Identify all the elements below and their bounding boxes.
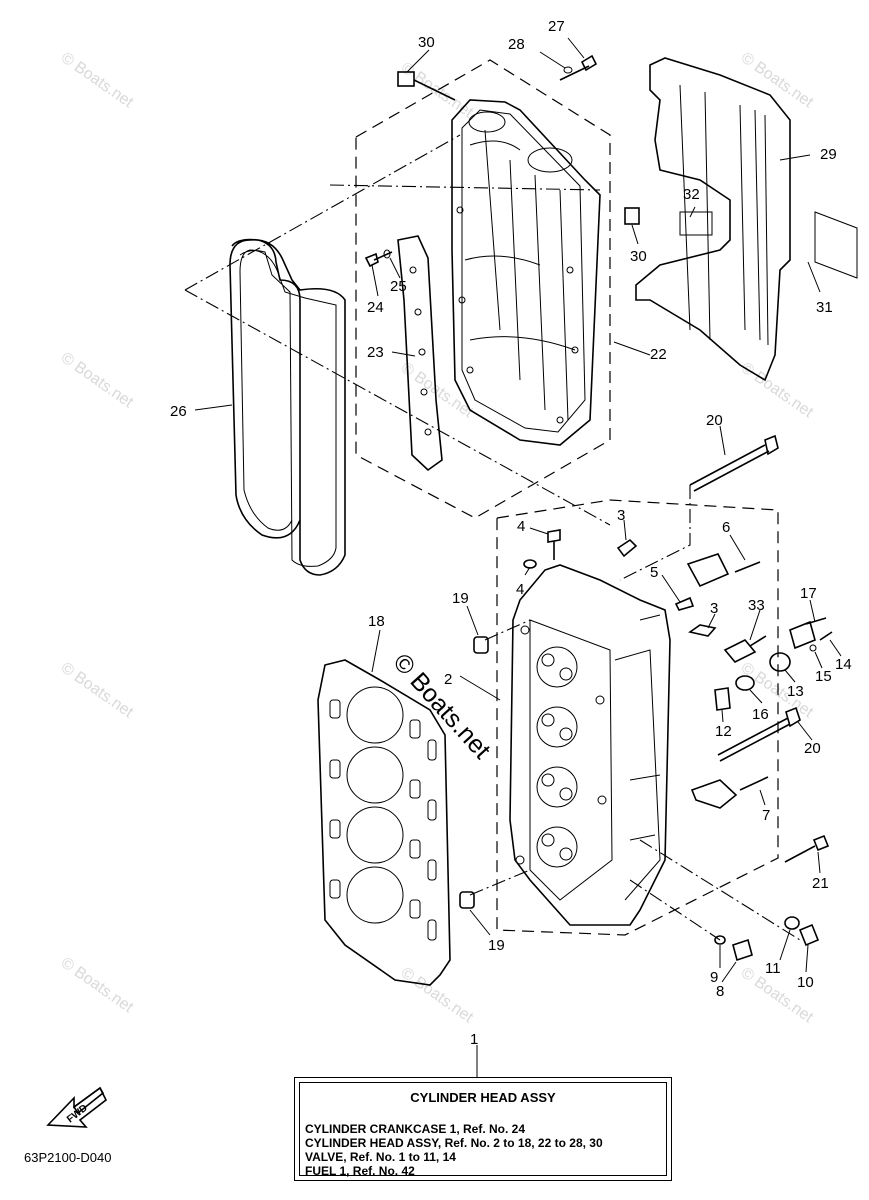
watermark: © Boats.net — [58, 954, 137, 1016]
label-plate-32 — [679, 211, 713, 236]
caption-inner-frame — [299, 1082, 667, 1176]
bolt-part-20 — [689, 434, 801, 762]
callout-7: 7 — [762, 807, 770, 824]
head-cover-part-22 — [451, 99, 601, 446]
callout-29: 29 — [820, 146, 837, 163]
callout-10: 10 — [797, 974, 814, 991]
callout-17: 17 — [800, 585, 817, 602]
watermark: © Boats.net — [398, 964, 477, 1026]
callout-12: 12 — [715, 723, 732, 740]
gasket-part-23 — [397, 235, 443, 472]
callout-5: 5 — [650, 564, 658, 581]
caption-line: VALVE, Ref. No. 1 to 11, 14 — [305, 1150, 456, 1164]
alignment-line — [629, 879, 721, 941]
callout-26: 26 — [170, 403, 187, 420]
callout-labels: 1 2 3 3 4 4 5 6 7 8 9 10 11 12 13 14 15 … — [170, 18, 852, 1048]
callout-11: 11 — [765, 960, 781, 977]
alignment-line — [484, 619, 531, 641]
callout-8: 8 — [716, 983, 724, 1000]
callout-20b: 20 — [804, 740, 821, 757]
callout-9: 9 — [710, 969, 718, 986]
head-gasket-part-18 — [317, 659, 451, 986]
callout-25: 25 — [390, 278, 407, 295]
callout-20: 20 — [706, 412, 723, 429]
callout-23: 23 — [367, 344, 384, 361]
callout-15: 15 — [815, 668, 832, 685]
callout-4b: 4 — [516, 581, 524, 598]
watermark: © Boats.net — [58, 659, 137, 721]
alignment-line — [184, 289, 611, 526]
callout-30b: 30 — [630, 248, 647, 265]
alignment-line — [639, 839, 801, 941]
watermark: © Boats.net — [58, 49, 137, 111]
small-parts — [459, 529, 833, 962]
callout-3: 3 — [617, 507, 625, 524]
callout-4: 4 — [517, 518, 525, 535]
cover-group-box — [355, 59, 611, 519]
watermark: © Boats.net — [738, 49, 817, 111]
callout-19b: 19 — [488, 937, 505, 954]
small-fasteners-top — [397, 54, 640, 225]
callout-32: 32 — [683, 186, 700, 203]
label-plate-31 — [814, 211, 858, 279]
alignment-line — [619, 485, 691, 581]
head-group-box — [496, 499, 779, 936]
gasket-part-26 — [229, 238, 346, 576]
caption-box: CYLINDER HEAD ASSY CYLINDER CRANKCASE 1,… — [294, 1077, 672, 1181]
callout-31: 31 — [816, 299, 833, 316]
watermark: © Boats.net — [738, 659, 817, 721]
drawing-code: 63P2100-D040 — [24, 1150, 112, 1165]
callout-1: 1 — [470, 1031, 478, 1048]
callout-6: 6 — [722, 519, 730, 536]
alignment-line — [469, 869, 531, 896]
caption-line: CYLINDER CRANKCASE 1, Ref. No. 24 — [305, 1122, 526, 1136]
callout-33: 33 — [748, 597, 765, 614]
callout-22: 22 — [650, 346, 667, 363]
callout-14: 14 — [835, 656, 852, 673]
caption-title: CYLINDER HEAD ASSY — [410, 1090, 556, 1105]
callout-3b: 3 — [710, 600, 718, 617]
caption-line: FUEL 1, Ref. No. 42 — [305, 1164, 415, 1178]
watermarks: © Boats.net © Boats.net © Boats.net © Bo… — [58, 49, 817, 1026]
outer-cover-part-29 — [635, 57, 858, 382]
watermark: © Boats.net — [738, 359, 817, 421]
bolt-part-24 — [364, 249, 393, 268]
callout-13: 13 — [787, 683, 804, 700]
alignment-line — [184, 134, 461, 291]
alignment-line — [329, 184, 601, 191]
main-watermark: © Boats.net — [388, 648, 496, 764]
callout-21: 21 — [812, 875, 829, 892]
callout-24: 24 — [367, 299, 384, 316]
callout-28: 28 — [508, 36, 525, 53]
callout-16: 16 — [752, 706, 769, 723]
callout-19: 19 — [452, 590, 469, 607]
fwd-arrow-icon: FWD — [46, 1086, 108, 1128]
leader-lines — [194, 37, 842, 1077]
callout-27: 27 — [548, 18, 565, 35]
callout-30: 30 — [418, 34, 435, 51]
caption-line: CYLINDER HEAD ASSY, Ref. No. 2 to 18, 22… — [305, 1136, 603, 1150]
watermark: © Boats.net — [58, 349, 137, 411]
callout-18: 18 — [368, 613, 385, 630]
cylinder-head-part-2 — [509, 564, 671, 926]
callout-2: 2 — [444, 671, 452, 688]
